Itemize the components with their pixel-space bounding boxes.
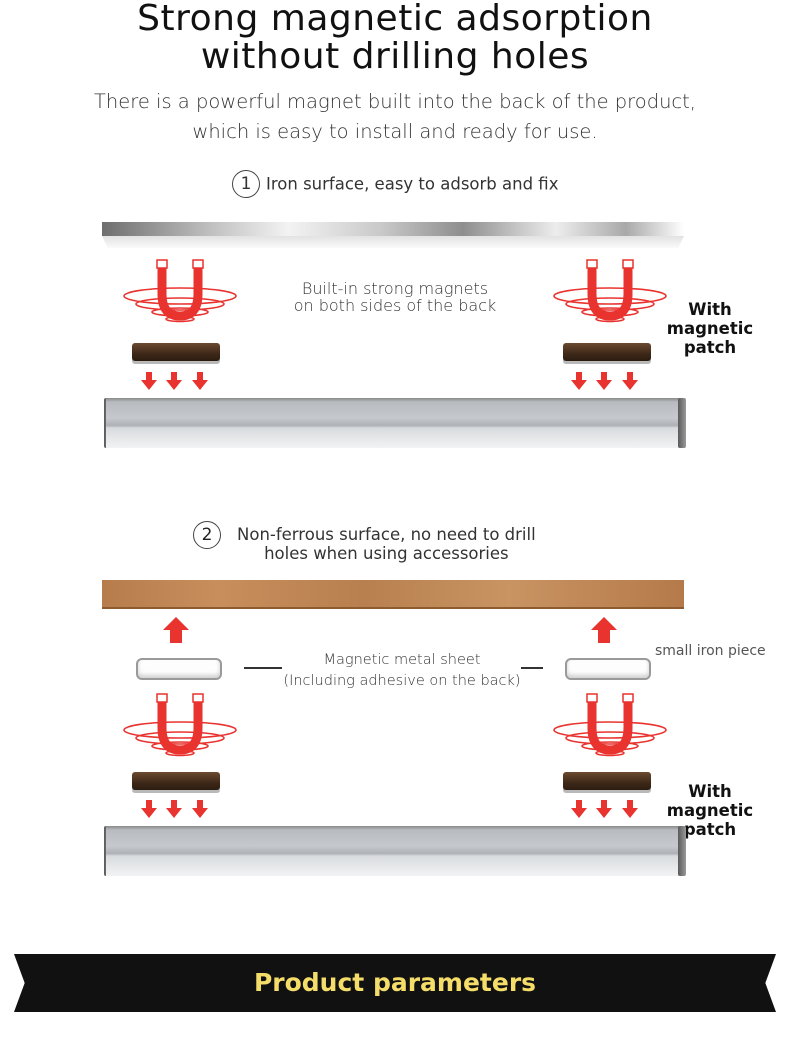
magnetic-patch-label-1-line2: magnetic patch xyxy=(666,319,754,357)
magnets-caption-line1: Built-in strong magnets xyxy=(301,279,489,298)
step-2-number-wrap: 2 xyxy=(193,521,227,549)
magnets-caption: Built-in strong magnets on both sides of… xyxy=(270,280,520,314)
red-arrow-up-icon xyxy=(591,617,617,643)
sheet-caption: Magnetic metal sheet (Including adhesive… xyxy=(280,650,524,692)
magnet-icon xyxy=(123,259,237,323)
light-bar-rail xyxy=(106,826,684,876)
step-1-label: Iron surface, easy to adsorb and fix xyxy=(266,174,559,194)
wood-surface xyxy=(102,580,684,607)
subtitle-line1: There is a powerful magnet built into th… xyxy=(93,90,697,113)
step-1-number: 1 xyxy=(232,170,260,198)
magnetic-patch-label-2-line1: With xyxy=(688,782,732,801)
magnetic-metal-sheet xyxy=(565,658,651,680)
subtitle-line2: which is easy to install and ready for u… xyxy=(192,120,598,143)
magnet-icon xyxy=(553,693,667,757)
magnetic-patch-label-2-line2: magnetic patch xyxy=(666,801,754,839)
red-arrow-down-icon xyxy=(141,800,208,818)
magnetic-patch-label-1-line1: With xyxy=(688,300,732,319)
product-parameters-banner xyxy=(14,954,776,1012)
leader-line-right xyxy=(521,667,543,669)
step-2-label-line2: holes when using accessories xyxy=(264,544,509,563)
step-2-label: Non-ferrous surface, no need to drill ho… xyxy=(237,525,536,563)
magnetic-patch xyxy=(132,772,220,790)
magnetic-patch xyxy=(563,772,651,790)
light-bar-rail xyxy=(106,398,684,448)
step-1-heading: 1 Iron surface, easy to adsorb and fix xyxy=(232,170,558,198)
iron-surface-edge xyxy=(102,236,684,248)
magnetic-patch-label-1: With magnetic patch xyxy=(640,300,780,357)
magnetic-patch xyxy=(563,343,651,361)
magnetic-patch xyxy=(132,343,220,361)
sheet-caption-line1: Magnetic metal sheet xyxy=(323,652,481,668)
red-arrow-down-icon xyxy=(571,800,638,818)
leader-line-left xyxy=(244,667,282,669)
magnets-caption-line2: on both sides of the back xyxy=(293,296,497,315)
iron-surface xyxy=(102,222,684,236)
red-arrow-down-icon xyxy=(141,372,208,390)
iron-piece-label: small iron piece xyxy=(655,643,766,659)
product-parameters-title: Product parameters xyxy=(253,968,537,997)
sheet-caption-line2: (Including adhesive on the back) xyxy=(283,673,521,689)
step-2-label-line1: Non-ferrous surface, no need to drill xyxy=(237,525,536,544)
rail-end-cap-right xyxy=(678,398,686,448)
magnet-icon xyxy=(553,259,667,323)
red-arrow-up-icon xyxy=(163,617,189,643)
red-arrow-down-icon xyxy=(571,372,638,390)
magnetic-patch-label-2: With magnetic patch xyxy=(640,782,780,839)
magnet-icon xyxy=(123,693,237,757)
step-2-number: 2 xyxy=(193,521,221,549)
page-title-line2: without drilling holes xyxy=(200,36,590,77)
page-title-line1: Strong magnetic adsorption xyxy=(137,0,653,39)
magnetic-metal-sheet xyxy=(136,658,222,680)
rail-end-cap-right xyxy=(678,826,686,876)
